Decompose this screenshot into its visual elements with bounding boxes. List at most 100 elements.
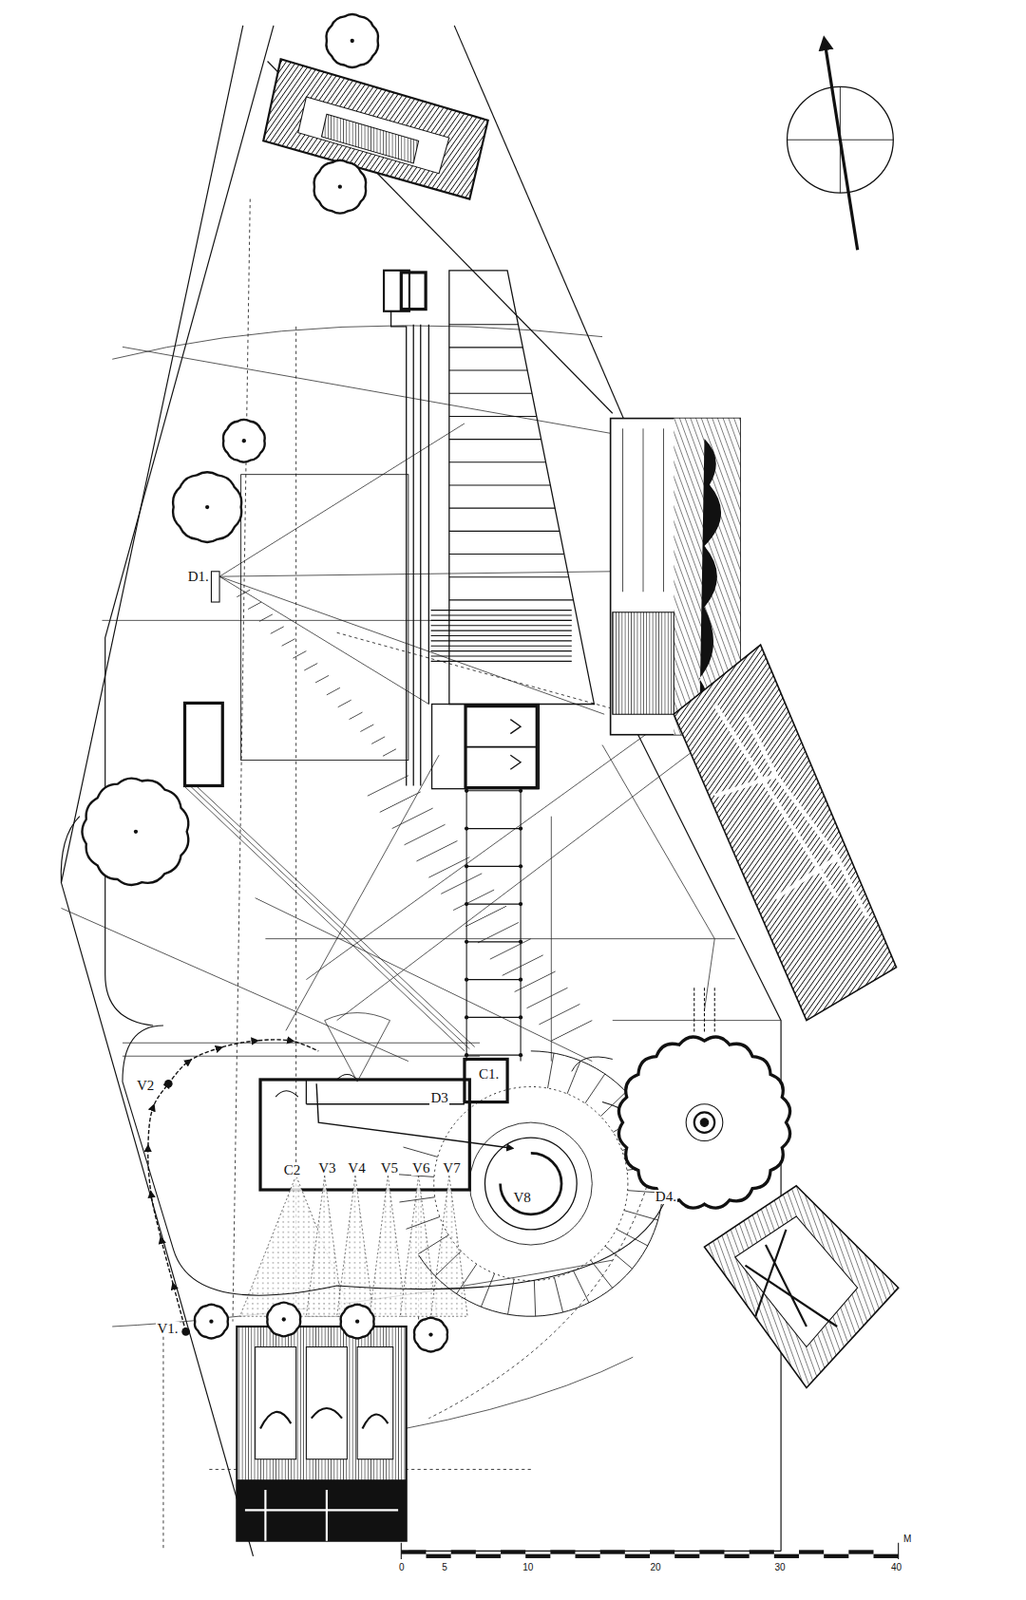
scale-segment	[475, 1555, 501, 1559]
scale-tick	[897, 1543, 899, 1560]
viewpoint-label: V6	[411, 1161, 431, 1177]
tread	[430, 614, 571, 616]
scale-segment	[848, 1550, 874, 1555]
tread	[404, 824, 446, 845]
north-arrow	[787, 42, 894, 250]
tree	[266, 1303, 301, 1338]
scale-number: 40	[890, 1563, 903, 1574]
tree	[341, 1305, 375, 1340]
tree-trunk	[209, 1319, 213, 1324]
scale-segment	[451, 1550, 476, 1555]
column	[518, 864, 523, 869]
walk-route	[148, 1040, 320, 1337]
tread	[360, 724, 374, 733]
column	[464, 902, 469, 907]
view-cone	[324, 1013, 391, 1083]
bay-line	[466, 941, 521, 943]
ramp-tread	[605, 1246, 633, 1270]
scale-segment	[500, 1550, 526, 1555]
tread	[449, 370, 528, 372]
scale-segment	[798, 1550, 824, 1555]
view-cone	[430, 1176, 468, 1317]
column	[464, 789, 469, 794]
ramp-tread	[585, 1074, 606, 1104]
tree	[81, 779, 189, 886]
tree-trunk	[428, 1332, 433, 1337]
tree	[325, 14, 379, 68]
tread	[236, 589, 250, 598]
tree	[618, 1037, 790, 1209]
tread	[430, 655, 571, 657]
bay-line	[466, 1055, 521, 1057]
ramp-tread	[533, 1281, 535, 1318]
column	[464, 940, 469, 945]
ramp-tread	[480, 1273, 494, 1308]
scale-number: 0	[398, 1563, 406, 1574]
tread	[371, 737, 385, 745]
viewpoint-label: D4.	[654, 1190, 678, 1205]
tread	[502, 955, 544, 976]
scale-tick	[400, 1543, 402, 1560]
tread	[282, 639, 296, 647]
sight-lines	[163, 199, 654, 1553]
site-boundary	[60, 25, 781, 1558]
tread	[430, 650, 571, 652]
viewpoint-label: D3	[429, 1091, 449, 1106]
ramp-tread	[573, 1271, 589, 1304]
scale-number: M	[902, 1535, 912, 1545]
tree	[194, 1305, 228, 1340]
tread	[392, 808, 434, 829]
viewpoint-label: V5	[380, 1161, 399, 1177]
bay-line	[466, 866, 521, 868]
column	[518, 902, 523, 907]
tread	[477, 922, 519, 943]
column	[518, 826, 523, 831]
scale-segment	[874, 1555, 899, 1559]
viewpoint-label: V3	[317, 1161, 337, 1177]
tread	[430, 646, 571, 647]
tread	[430, 640, 571, 642]
tread	[416, 840, 457, 861]
tread	[326, 687, 341, 696]
scale-number: 10	[521, 1563, 534, 1574]
diagonal-treads	[236, 589, 592, 1042]
viewpoint-label: V4	[346, 1161, 366, 1177]
viewpoint-dot	[164, 1080, 173, 1089]
column	[464, 826, 469, 831]
tread	[428, 857, 470, 878]
tread	[259, 614, 273, 623]
scale-segment	[600, 1550, 626, 1555]
tread	[430, 620, 571, 622]
scale-number: 5	[440, 1563, 449, 1574]
scale-segment	[774, 1555, 799, 1559]
view-cone	[337, 1176, 375, 1317]
column	[518, 1053, 523, 1058]
tread	[449, 553, 565, 555]
viewpoint-label: C2	[283, 1163, 303, 1178]
ramp-treads	[398, 1053, 664, 1317]
marker-post	[210, 571, 220, 603]
scale-number: 20	[648, 1563, 662, 1574]
scale-segment	[749, 1550, 775, 1555]
tree-d4-detail	[685, 988, 723, 1141]
stair-treads	[430, 324, 573, 663]
column	[518, 789, 523, 794]
scale-segment	[625, 1555, 650, 1559]
tread	[380, 792, 421, 813]
tree-trunk	[350, 38, 355, 43]
bay-line	[466, 790, 521, 792]
tree	[314, 160, 367, 214]
column	[464, 1015, 469, 1020]
tread	[465, 906, 507, 927]
scale-segment	[550, 1550, 575, 1555]
viewpoint-dot	[181, 1328, 190, 1337]
tread	[430, 609, 571, 611]
scale-segment	[699, 1550, 724, 1555]
ramp-tread	[508, 1279, 515, 1315]
tree	[223, 419, 266, 463]
viewpoint-label: D1.	[187, 570, 210, 585]
scale-segment	[400, 1550, 426, 1555]
